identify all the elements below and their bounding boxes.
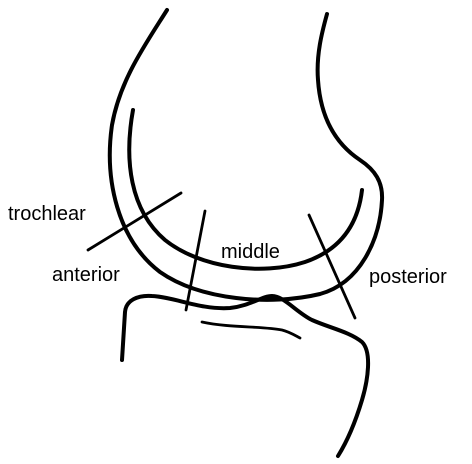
label-posterior: posterior <box>369 266 447 288</box>
tibia-outline <box>122 296 368 456</box>
label-middle: middle <box>221 241 280 263</box>
label-trochlear: trochlear <box>8 203 86 225</box>
meniscus-line <box>202 322 300 338</box>
label-anterior: anterior <box>52 264 120 286</box>
